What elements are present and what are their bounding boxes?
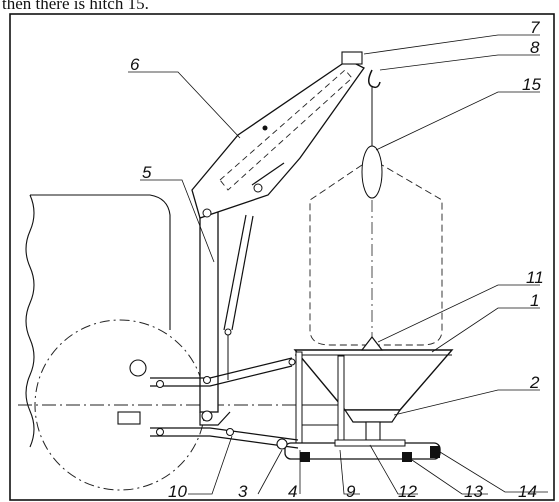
callout-12: 12: [398, 482, 417, 501]
callout-7: 7: [530, 18, 540, 37]
leader-6: [128, 71, 241, 139]
boom-inner-dashed: [219, 69, 353, 191]
roller-right: [402, 452, 412, 462]
linkage-pivot-b: [203, 376, 211, 384]
rear-bracket-14: [430, 446, 440, 458]
dosing-unit: [365, 421, 381, 441]
boom-6: [191, 59, 365, 219]
tractor-wavy-edge: [25, 194, 35, 448]
leader-3: [257, 449, 283, 495]
boom-hinge-bracket: [251, 162, 285, 186]
leader-9: [339, 449, 360, 495]
linkage-pivot-a: [156, 380, 164, 388]
callout-2: 2: [529, 373, 540, 392]
lower-link-edge: [150, 435, 299, 449]
leader-15: [375, 91, 540, 151]
linkage-pivot-c: [201, 410, 213, 422]
callout-6: 6: [130, 55, 140, 74]
column-lower-foot: [199, 411, 231, 426]
leader-1: [431, 307, 540, 353]
boom-joint-pin: [253, 183, 263, 193]
leader-11: [377, 284, 540, 343]
leader-13: [411, 459, 488, 495]
column-pin-lower: [224, 328, 232, 336]
frame-pin-upper: [288, 358, 296, 366]
frame-post-9: [337, 355, 345, 447]
hydraulic-cylinder: [223, 214, 247, 331]
callout-9: 9: [346, 482, 356, 501]
callout-1: 1: [530, 291, 539, 310]
hopper-1: [293, 349, 454, 411]
upper-link-edge: [150, 365, 293, 387]
callout-14: 14: [518, 482, 537, 501]
leader-7: [363, 34, 540, 55]
boom-pivot-pin: [202, 208, 212, 218]
callout-8: 8: [530, 38, 540, 57]
callout-4: 4: [288, 482, 297, 501]
bag-cutter-11: [360, 336, 384, 351]
frame-post-4: [295, 351, 303, 445]
linkage-pivot-e: [226, 428, 234, 436]
linkage-pivot-d: [156, 428, 164, 436]
leader-10: [188, 435, 233, 495]
callout-5: 5: [142, 163, 152, 182]
leader-2: [393, 389, 540, 416]
leader-8: [379, 54, 540, 71]
callout-10: 10: [168, 482, 187, 501]
caption-text: then there is hitch 15.: [2, 0, 149, 13]
boom-tip-block: [341, 51, 363, 65]
leader-14: [439, 451, 548, 493]
linkage-joint-3: [276, 438, 288, 450]
upper-link: [150, 357, 293, 379]
leader-12: [369, 444, 418, 495]
tractor-body-outline: [30, 194, 171, 330]
leader-5: [140, 179, 215, 263]
hook-8: [368, 69, 381, 89]
drawing-frame: [9, 13, 555, 501]
hitch-pin-10: [117, 411, 141, 425]
lower-link-3: [150, 427, 299, 441]
dispenser-2: [343, 409, 402, 423]
callout-3: 3: [238, 482, 248, 501]
callout-11: 11: [526, 268, 544, 287]
hydraulic-cylinder-edge: [231, 215, 254, 331]
linkage-pivot-upper: [129, 359, 147, 377]
callout-13: 13: [464, 482, 483, 501]
boom-mid-mark: [262, 125, 268, 131]
callout-15: 15: [522, 75, 541, 94]
leader-lines: [128, 34, 548, 495]
spreader-disc-12: [334, 439, 406, 447]
bag-loop-15: [361, 145, 383, 199]
roller-left: [300, 452, 310, 462]
